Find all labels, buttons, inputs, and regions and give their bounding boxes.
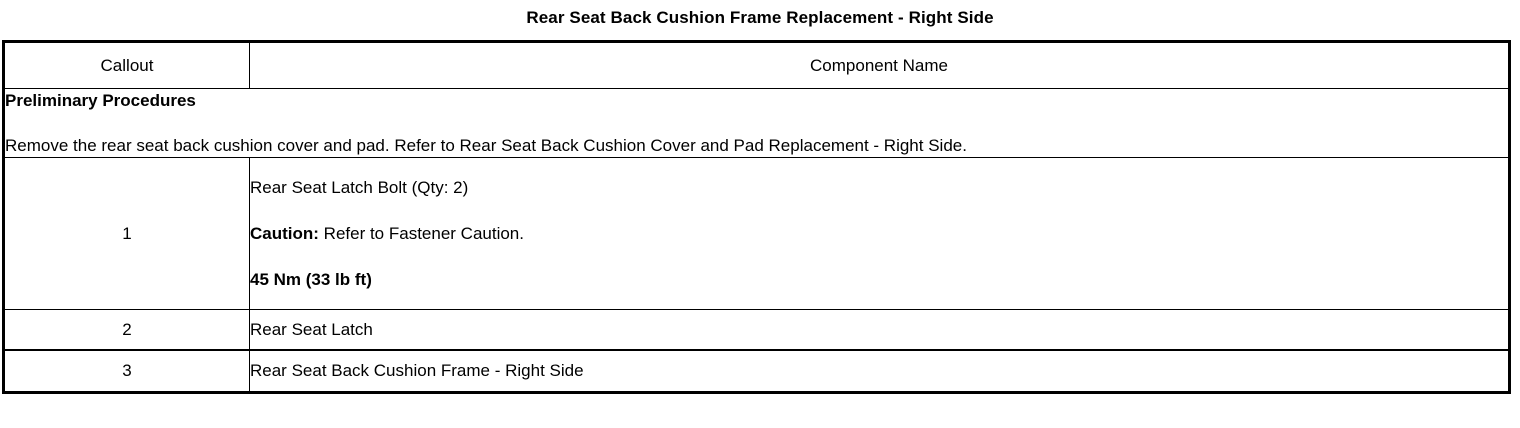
torque-spec-1: 45 Nm (33 lb ft) [250, 269, 372, 289]
callout-number-2: 2 [3, 309, 250, 351]
component-name-2: Rear Seat Latch [249, 309, 1510, 351]
page-title: Rear Seat Back Cushion Frame Replacement… [526, 8, 994, 27]
table-header-row: Callout Component Name [3, 41, 1510, 89]
callout-table: Callout Component Name Preliminary Proce… [2, 40, 1511, 394]
callout-table-container: Callout Component Name Preliminary Proce… [2, 40, 1511, 394]
component-cell-1: Rear Seat Latch Bolt (Qty: 2) Caution: R… [249, 157, 1510, 310]
table-body: Preliminary Procedures Remove the rear s… [3, 88, 1510, 393]
callout-number-1: 1 [3, 157, 250, 310]
table-header: Callout Component Name [3, 41, 1510, 89]
table-row: 1 Rear Seat Latch Bolt (Qty: 2) Caution:… [3, 157, 1510, 310]
preliminary-procedures-heading: Preliminary Procedures [5, 91, 196, 110]
column-header-component-name: Component Name [249, 41, 1510, 89]
caution-label-1: Caution: [250, 223, 319, 243]
caution-text-1: Refer to Fastener Caution. [318, 223, 524, 243]
preliminary-procedures-text: Remove the rear seat back cushion cover … [5, 136, 967, 155]
preliminary-procedures-row: Preliminary Procedures Remove the rear s… [3, 88, 1510, 158]
component-name-1: Rear Seat Latch Bolt (Qty: 2) [250, 177, 469, 197]
column-header-callout: Callout [3, 41, 250, 89]
table-row: 2 Rear Seat Latch [3, 309, 1510, 351]
preliminary-procedures-cell: Preliminary Procedures Remove the rear s… [3, 88, 1510, 158]
table-row: 3 Rear Seat Back Cushion Frame - Right S… [3, 349, 1510, 393]
caution-note-1: Caution: Refer to Fastener Caution. [250, 223, 1508, 245]
callout-number-3: 3 [3, 349, 250, 393]
component-name-3: Rear Seat Back Cushion Frame - Right Sid… [249, 349, 1510, 393]
